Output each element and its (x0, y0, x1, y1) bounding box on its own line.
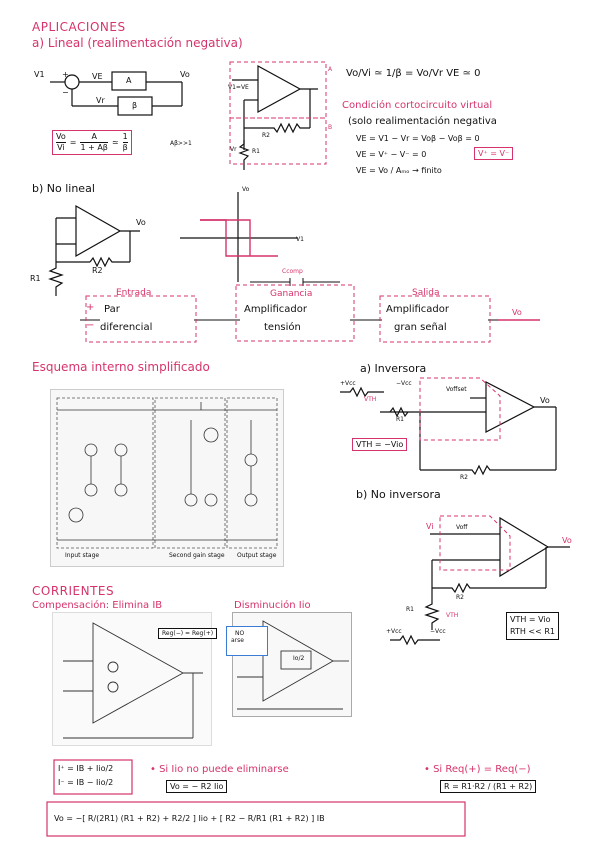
gain-lhs-den: Vi (57, 143, 65, 152)
inv-vth: VTH (364, 396, 377, 403)
circ-v1ve: V1=VE (228, 84, 249, 91)
block1-minus: − (86, 320, 95, 331)
noinv-vcc-neg: −Vcc (430, 628, 446, 635)
note-arse: arse (231, 637, 244, 644)
salida-label: Salida (412, 288, 440, 298)
gain-condition: Aβ>>1 (170, 140, 192, 147)
gain-mid-den: 1 + Aβ (80, 143, 108, 152)
eq-line2: VE = V⁺ − V⁻ = 0 (356, 150, 427, 159)
nl-vo: Vo (136, 218, 146, 227)
block-a-label: A (126, 76, 132, 85)
block-b-label: β (132, 101, 138, 110)
compensacion-label: Compensación: Elimina IB (32, 600, 163, 611)
hyst-v1: V1 (296, 236, 304, 243)
label-minus: − (62, 88, 69, 97)
r-eq: R = R1·R2 / (R1 + R2) (440, 780, 537, 793)
gain-lhs-num: Vo (56, 132, 66, 143)
i-minus-eq: I⁻ = IB − Iio/2 (58, 778, 114, 787)
label-v1: V1 (34, 70, 45, 79)
ganancia-label: Ganancia (270, 289, 313, 299)
stage-second-label: Second gain stage (169, 552, 225, 559)
noinv-voff: Voff (456, 524, 468, 531)
circ-r2: R2 (262, 132, 270, 139)
eq-top: Vo/Vi ≃ 1/β = Vo/Vr VE ≃ 0 (346, 68, 481, 79)
eq-line3: VE = Vo / Aₘₒ → finito (356, 166, 442, 175)
subtitle-lineal: a) Lineal (realimentación negativa) (32, 36, 243, 50)
noinv-vi: Vi (426, 522, 434, 531)
gain-mid-num: A (80, 132, 108, 143)
noinv-box: VTH = Vio RTH << R1 (506, 612, 560, 640)
inv-r1: R1 (396, 416, 404, 423)
label-ve: VE (92, 72, 103, 81)
label-plus: + (62, 70, 69, 79)
noinv-r1: R1 (406, 606, 414, 613)
corrientes-title: CORRIENTES (32, 584, 115, 598)
block1-plus: + (86, 302, 95, 313)
circ-label-a: A (328, 66, 333, 73)
chain-vo: Vo (512, 308, 522, 317)
note-no: NO (235, 630, 245, 637)
reg-box: Reg(−) = Reg(+) (158, 628, 218, 639)
solo-realim: (solo realimentación negativa (348, 116, 497, 127)
circ-r1: R1 (252, 148, 260, 155)
block2-line1: Amplificador (244, 304, 307, 315)
entrada-label: Entrada (116, 288, 152, 298)
hyst-vo: Vo (242, 186, 250, 193)
disminucion-label: Disminución Iio (234, 600, 311, 611)
stage-input-label: Input stage (65, 552, 100, 559)
inv-vth-box: VTH = −Vio (352, 438, 408, 451)
si-iio-note: • Si Iio no puede eliminarse (150, 764, 289, 775)
vo-big-eq: Vo = −[ R/(2R1) (R1 + R2) + R2/2 ] Iio +… (54, 814, 325, 823)
block3-line1: Amplificador (386, 304, 449, 315)
io2-label: Io/2 (293, 655, 305, 662)
circ-vr: Vr (230, 146, 237, 153)
label-vo: Vo (180, 70, 190, 79)
inv-voffset: Voffset (446, 386, 467, 393)
gain-rhs-den: β (122, 143, 128, 152)
subtitle-no-lineal: b) No lineal (32, 182, 95, 195)
nl-r2: R2 (92, 266, 103, 275)
noinv-title: b) No inversora (356, 488, 441, 501)
eq-line2-box: V⁺ = V⁻ (474, 147, 514, 160)
ccomp-label: Ccomp (282, 268, 303, 275)
inversora-title: a) Inversora (360, 362, 427, 375)
noinv-r2: R2 (456, 594, 464, 601)
section-title-aplicaciones: APLICACIONES (32, 20, 126, 34)
note-box: NO arse (226, 626, 268, 656)
block1-line2: diferencial (100, 322, 153, 333)
stage-output-label: Output stage (237, 552, 277, 559)
noinv-vo: Vo (562, 536, 572, 545)
i-plus-eq: I⁺ = IB + Iio/2 (58, 764, 114, 773)
gain-rhs-num: 1 (122, 132, 128, 143)
inv-r2: R2 (460, 474, 468, 481)
block2-line2: tensión (264, 322, 301, 333)
nl-r1: R1 (30, 274, 41, 283)
eq-line1: VE = V1 − Vr = Voβ − Voβ = 0 (356, 134, 480, 143)
vo-minus-r2-iio: Vo = − R2 Iio (166, 780, 228, 793)
esquema-title: Esquema interno simplificado (32, 360, 210, 374)
inv-vo: Vo (540, 396, 550, 405)
noinv-box-line1: VTH = Vio (510, 615, 551, 624)
internal-schematic-image: Input stage Second gain stage Output sta… (50, 389, 284, 567)
noinv-vcc-pos: +Vcc (386, 628, 402, 635)
block1-line1: Par (104, 304, 120, 315)
cortocircuito-title: Condición cortocircuito virtual (342, 100, 493, 111)
inv-vcc-neg: −Vcc (396, 380, 412, 387)
circ-label-b: B (328, 124, 333, 131)
label-vr: Vr (96, 96, 105, 105)
inv-vcc-pos: +Vcc (340, 380, 356, 387)
block3-line2: gran señal (394, 322, 447, 333)
si-req-note: • Si Req(+) = Req(−) (424, 764, 531, 775)
noinv-vth: VTH (446, 612, 459, 619)
noinv-box-line2: RTH << R1 (510, 627, 556, 636)
